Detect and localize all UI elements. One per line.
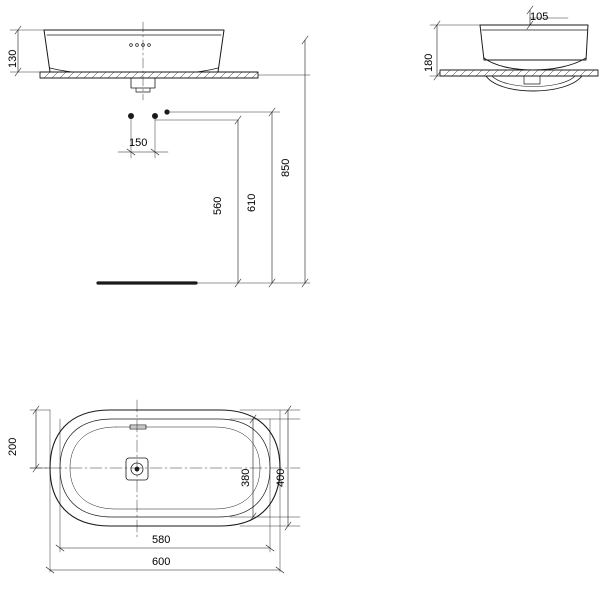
dim-label-side-height-105: 105: [530, 11, 549, 23]
dim-label-plan-total-width-600: 600: [152, 556, 171, 568]
view-front-elevation: [9, 21, 311, 288]
dim-label-plan-bowl-width-580: 580: [152, 534, 171, 546]
dim-label-front-level-850: 850: [280, 158, 292, 177]
view-side-elevation: [429, 5, 599, 92]
dim-label-side-height-180: 180: [423, 53, 435, 72]
dim-label-front-level-560: 560: [212, 196, 224, 215]
dim-label-plan-total-depth-400: 400: [275, 468, 287, 487]
dim-label-front-height-130: 130: [7, 49, 19, 68]
dim-label-plan-depth-200: 200: [7, 437, 19, 456]
dim-label-front-level-610: 610: [246, 193, 258, 212]
dim-label-front-tap-spacing-150: 150: [129, 137, 148, 149]
view-top-plan: [29, 399, 301, 574]
dim-label-plan-bowl-depth-380: 380: [240, 468, 252, 487]
